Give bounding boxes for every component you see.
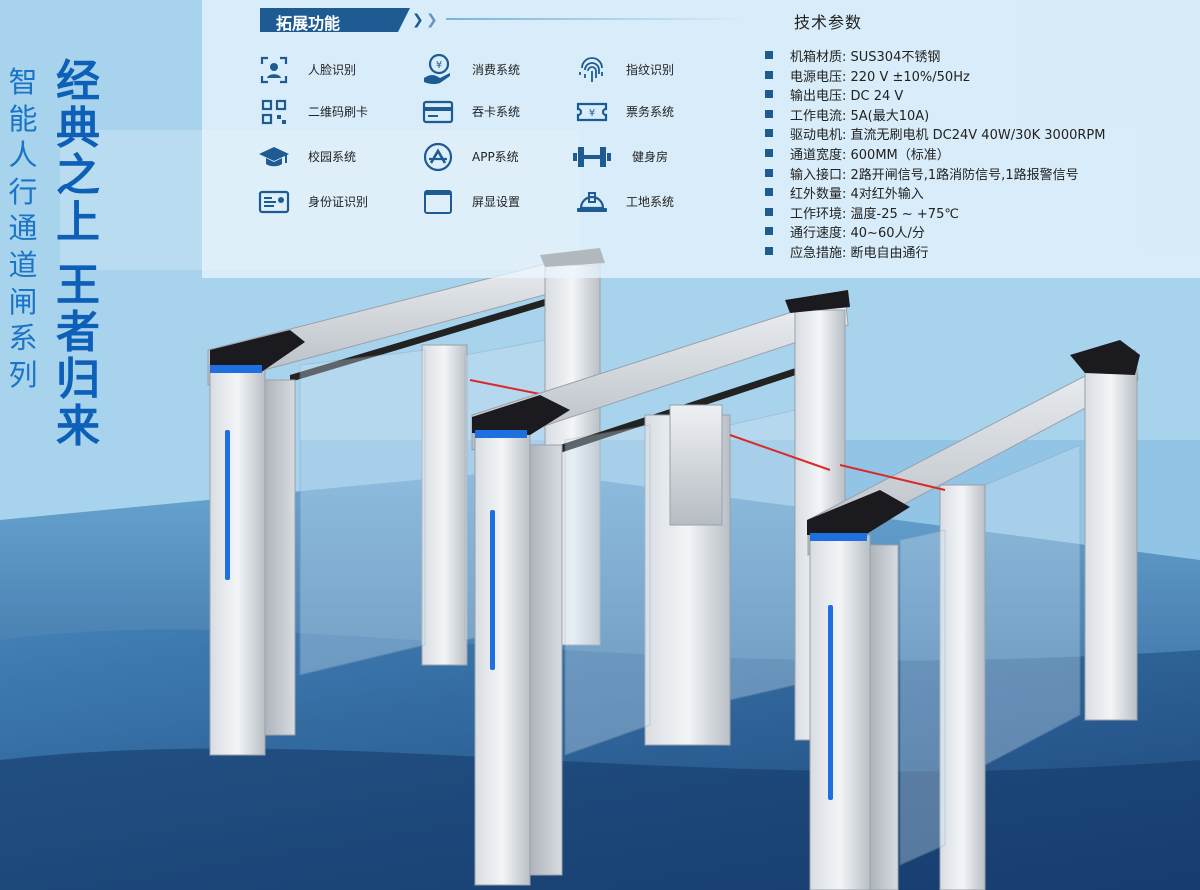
id-card-icon bbox=[258, 190, 290, 214]
fingerprint-icon bbox=[579, 57, 603, 82]
info-panel bbox=[202, 0, 1200, 278]
face-scan-icon bbox=[260, 56, 288, 84]
graduation-cap-icon bbox=[259, 147, 289, 167]
svg-text:¥: ¥ bbox=[436, 60, 442, 71]
hard-hat-icon bbox=[577, 192, 607, 212]
features-title: 拓展功能 bbox=[276, 14, 341, 33]
gate-middle bbox=[471, 290, 850, 886]
qr-code-icon bbox=[261, 99, 287, 125]
turnstile-gates-image bbox=[207, 248, 1140, 890]
gate-right bbox=[807, 340, 1140, 890]
screen-icon bbox=[424, 190, 452, 214]
app-icon bbox=[423, 142, 453, 172]
chevron-right-icon: ❯ bbox=[412, 12, 424, 28]
specs-title: 技术参数 bbox=[794, 13, 863, 32]
svg-text:¥: ¥ bbox=[589, 108, 595, 119]
slogan: 经 典 之 上 王 者 归 来 bbox=[56, 56, 100, 452]
features-header: 拓展功能 ❯ ❯ bbox=[260, 8, 446, 32]
dumbbell-icon bbox=[573, 147, 611, 167]
ticket-icon: ¥ bbox=[576, 102, 608, 122]
gate-left bbox=[207, 248, 605, 756]
series-title: 智能人 行通道 闸系列 bbox=[8, 65, 38, 392]
card-swallow-icon bbox=[422, 100, 454, 124]
payment-icon: ¥ bbox=[424, 54, 450, 85]
divider bbox=[446, 18, 746, 20]
chevron-right-icon: ❯ bbox=[426, 12, 438, 28]
